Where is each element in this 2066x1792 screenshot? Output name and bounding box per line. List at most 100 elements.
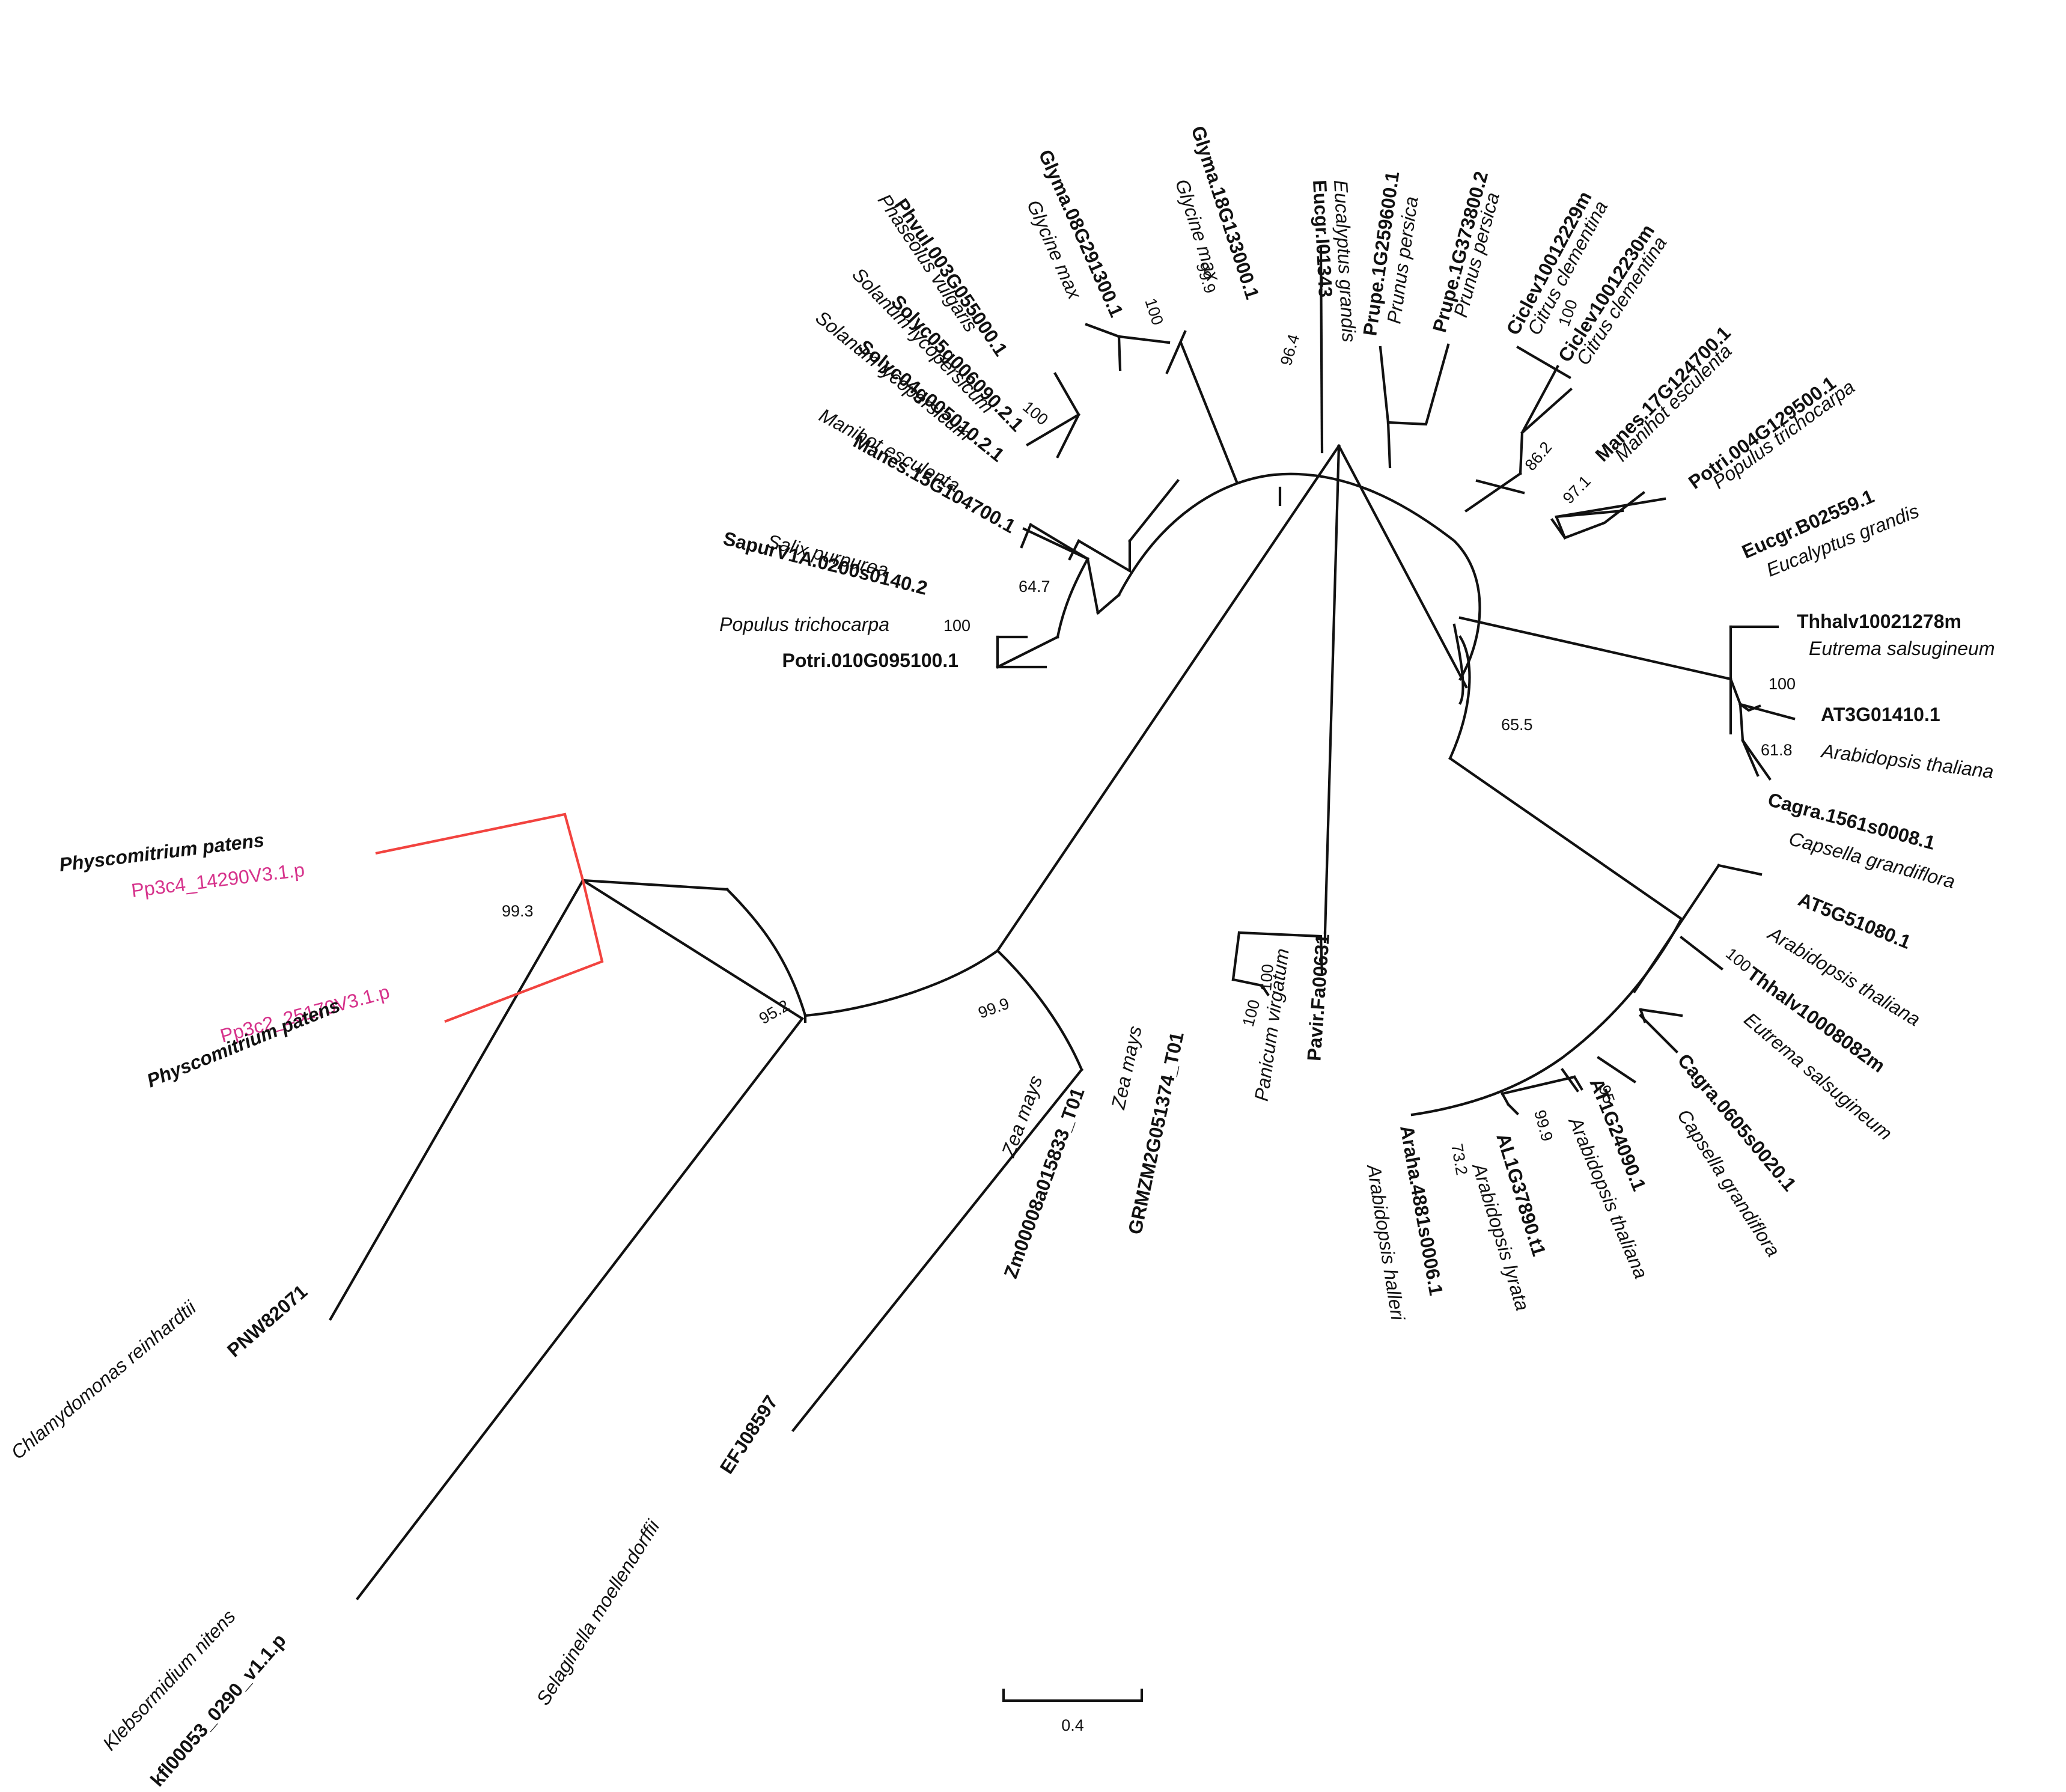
leaf-species: Chlamydomonas reinhardtii [7, 1296, 200, 1464]
branch [581, 879, 729, 891]
branch [1056, 413, 1080, 459]
leaf-species: Arabidopsis halleri [1363, 1162, 1409, 1322]
leaf-gene-id: AT5G51080.1 [1795, 888, 1914, 953]
branch [1068, 539, 1080, 561]
branch [1077, 539, 1132, 573]
branch [1128, 479, 1180, 543]
leaf-gene-id: Araha.4881s0006.1 [1396, 1124, 1447, 1297]
support-value: 100 [1769, 675, 1796, 693]
branch [329, 879, 585, 1321]
highlight-branch [444, 880, 604, 1023]
branch [1501, 1092, 1510, 1106]
branch [1053, 372, 1080, 416]
leaf-species: Eutrema salsugineum [1809, 638, 1994, 659]
branch [1516, 346, 1571, 379]
branch [1231, 978, 1264, 987]
branch [1597, 1056, 1636, 1083]
branch [1448, 635, 1471, 760]
branch [1026, 413, 1080, 446]
branch [1639, 1008, 1683, 1017]
leaf-species: Physcomitrium patens [144, 995, 343, 1092]
support-value: 97.1 [1559, 472, 1594, 508]
support-value: 99.9 [1531, 1108, 1556, 1144]
branch [1117, 335, 1122, 371]
branch [1386, 421, 1392, 469]
branch [1386, 343, 1450, 426]
branch [1458, 616, 1732, 681]
branch [1117, 472, 1481, 681]
branch [1741, 739, 1772, 781]
branch [1231, 931, 1241, 981]
scale-bar-label: 0.4 [1061, 1716, 1084, 1734]
branch [1319, 246, 1324, 454]
branch [1738, 702, 1745, 742]
leaf-gene-id: Thhalv10021278m [1797, 611, 1961, 632]
leaf-gene-id: Potri.004G129500.1 [1684, 372, 1840, 493]
branch [1475, 479, 1525, 495]
branch [1633, 864, 1720, 993]
leaf-species: Arabidopsis thaliana [1819, 740, 1994, 782]
support-value: 95.2 [756, 996, 793, 1028]
branch [1741, 739, 1760, 777]
branch [1086, 557, 1100, 615]
support-value: 65.5 [1501, 716, 1533, 734]
leaf-species: Klebsormidium nitens [99, 1605, 240, 1754]
branch [1639, 1014, 1678, 1053]
branch [791, 1068, 1083, 1432]
branch [1323, 444, 1341, 934]
leaf-gene-id: Pavir.Fa00631 [1303, 933, 1333, 1062]
branch [1165, 330, 1187, 374]
branch [996, 949, 1083, 1071]
branch [1520, 388, 1573, 434]
support-value: 86.2 [1522, 438, 1556, 474]
branch [996, 444, 1341, 952]
branch [1020, 523, 1032, 549]
branch [1563, 491, 1645, 540]
branch [1680, 936, 1723, 971]
leaf-gene-id: Manes.17G124700.1 [1591, 322, 1734, 466]
branch [1117, 335, 1171, 344]
leaf-gene-id: EFJ08597 [716, 1391, 782, 1477]
support-value: 100 [1257, 963, 1277, 992]
branch [1729, 677, 1742, 706]
branch [356, 1017, 804, 1600]
branch [1085, 323, 1121, 338]
branch [1448, 757, 1683, 921]
support-value: 100 [1239, 998, 1264, 1028]
branch [1337, 444, 1468, 689]
branch [1379, 346, 1390, 424]
branch [1555, 509, 1624, 519]
support-value: 99.9 [976, 994, 1012, 1022]
branch [1573, 1075, 1583, 1091]
leaf-gene-id: kfl00053_0290_v1.1.p [146, 1630, 290, 1791]
support-value: 99.3 [502, 902, 534, 920]
branch [1452, 623, 1464, 705]
support-value: 100 [943, 617, 971, 635]
branch [1179, 341, 1239, 484]
branch [725, 888, 807, 1017]
branch [1501, 1075, 1576, 1096]
branch [1507, 1103, 1519, 1115]
scale-bar [1002, 1689, 1144, 1702]
leaf-gene-id: Potri.010G095100.1 [782, 650, 958, 671]
branch [1029, 523, 1089, 561]
branch [581, 879, 804, 1020]
leaf-species: Zea mays [1107, 1024, 1146, 1112]
leaf-gene-id: AT3G01410.1 [1821, 704, 1940, 725]
highlight-clade [375, 812, 604, 1023]
branch [1561, 1068, 1579, 1093]
branch [1738, 702, 1796, 721]
support-value: 96.4 [1277, 332, 1303, 368]
leaf-species: Zea mays [997, 1073, 1046, 1160]
leaf-gene-id: Pp3c4_14290V3.1.p [130, 859, 305, 901]
support-value: 100 [1141, 296, 1166, 328]
support-value: 64.7 [1019, 578, 1050, 596]
highlight-branch [375, 812, 585, 881]
branch [1056, 557, 1089, 639]
branch [996, 635, 1059, 669]
tree-branches [329, 246, 1796, 1702]
support-values: 99.910010064.710096.410086.297.165.51006… [502, 260, 1796, 1177]
leaf-species: Populus trichocarpa [719, 614, 889, 635]
